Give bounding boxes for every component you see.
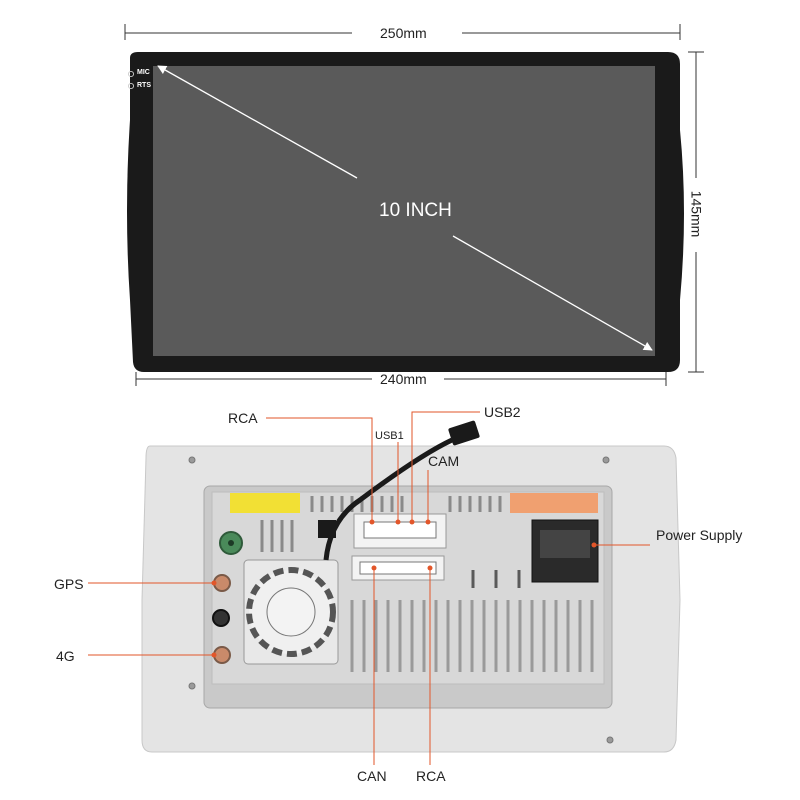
mic-label: MIC: [137, 69, 150, 76]
bottom-width-label: 240mm: [380, 371, 427, 387]
height-label: 145mm: [688, 190, 705, 238]
yellow-sticker: [230, 493, 300, 513]
rca-top-label: RCA: [228, 410, 258, 426]
can-label: CAN: [357, 768, 387, 784]
mic-hole: [127, 70, 135, 78]
display-screen: [153, 66, 655, 356]
rca-bottom-label: RCA: [416, 768, 446, 784]
dimension-top-width: [124, 24, 681, 40]
usb1-label: USB1: [375, 430, 404, 442]
side-vent-slots: [260, 520, 294, 552]
usb2-plug: [448, 420, 480, 446]
dimension-bottom-width: [135, 372, 667, 386]
wifi-port: [212, 609, 230, 627]
middle-vent-slots: [471, 570, 521, 588]
diagonal-arrow-lower: [452, 235, 653, 351]
top-width-label: 250mm: [380, 25, 427, 41]
leader-lines: [88, 411, 650, 765]
leader-dots: [211, 519, 597, 658]
diagonal-arrow-upper: [157, 65, 358, 179]
rts-button: [127, 82, 135, 90]
lower-vent-slots: [350, 600, 594, 672]
cam-label: CAM: [428, 453, 460, 469]
four-g-label: 4G: [56, 648, 75, 664]
power-supply-label: Power Supply: [656, 527, 743, 543]
orange-sticker: [510, 493, 598, 513]
rts-label: RTS: [137, 82, 151, 89]
dimension-height: [688, 51, 704, 373]
top-vent-slots: [310, 496, 502, 512]
screen-size-label: 10 INCH: [379, 200, 452, 221]
gps-label: GPS: [54, 576, 84, 592]
usb2-label: USB2: [484, 404, 521, 420]
